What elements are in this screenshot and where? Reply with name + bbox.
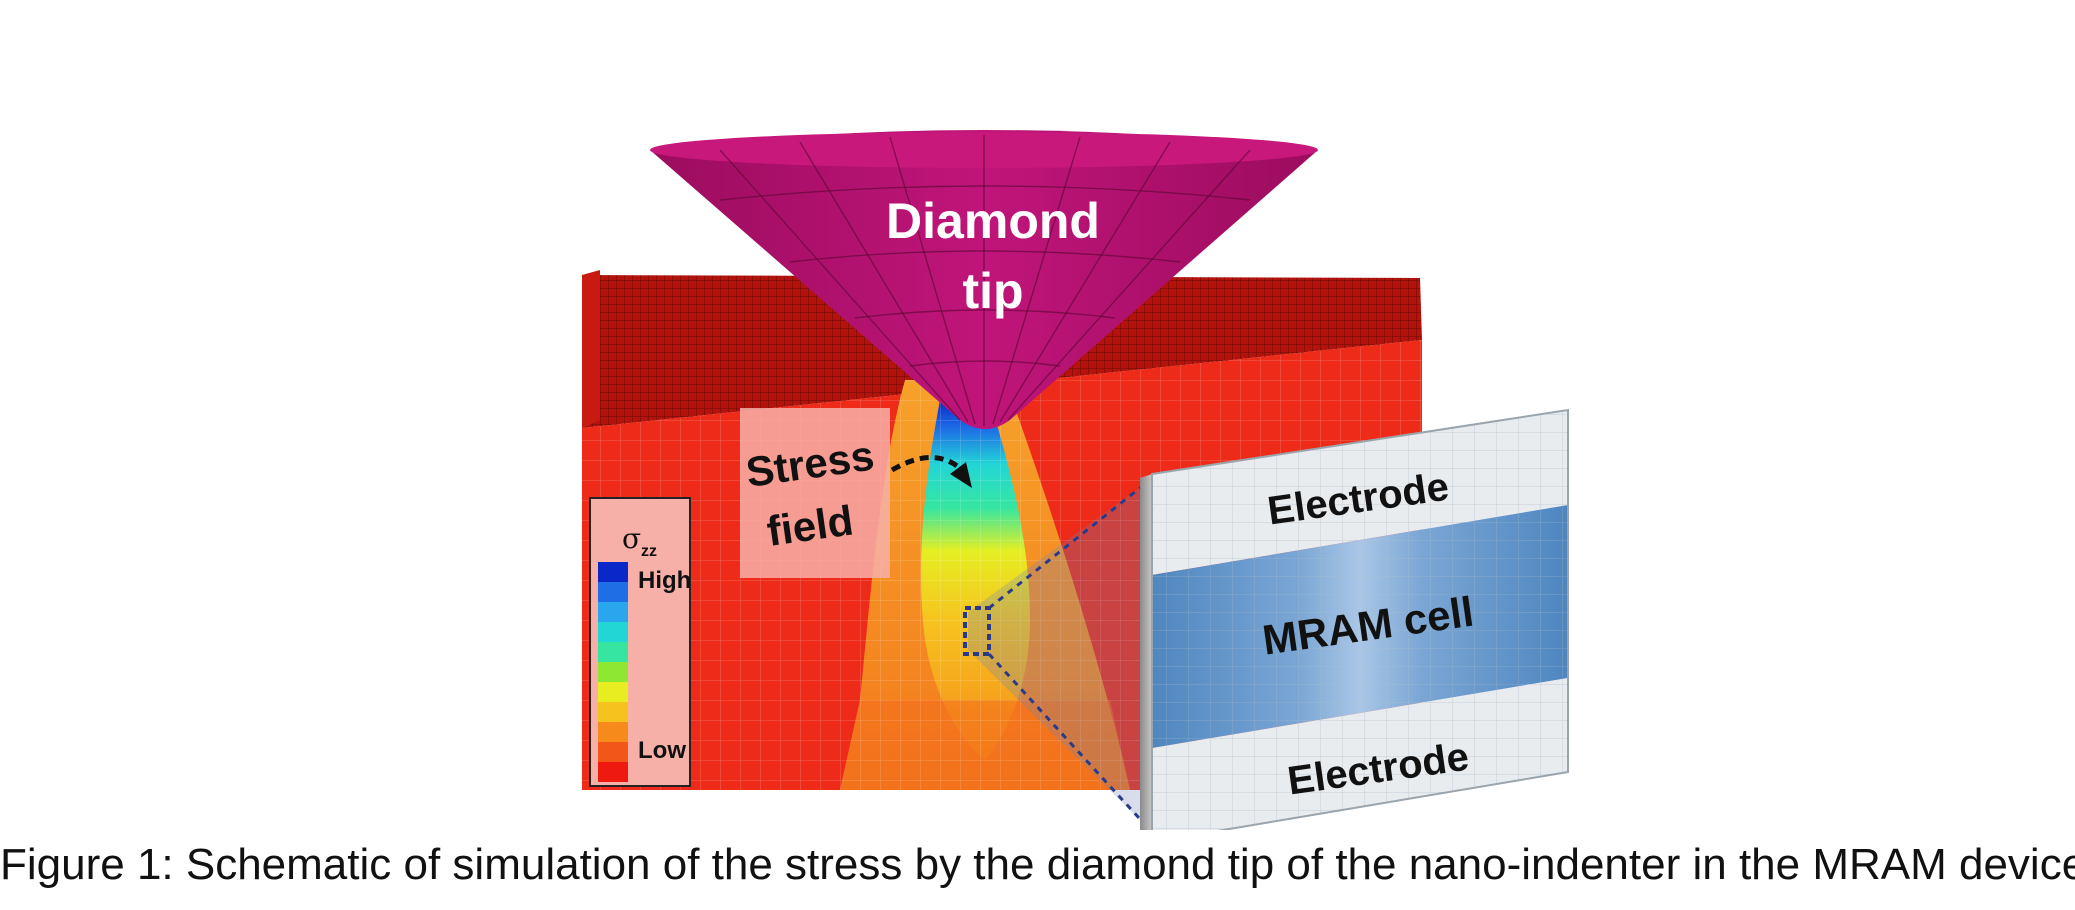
zoom-projection [963,478,1152,830]
legend-swatches [598,562,628,782]
legend-swatch [598,662,628,682]
legend-low: Low [638,737,686,764]
color-legend: σ zz High Low [589,497,691,787]
legend-swatch [598,602,628,622]
legend-swatch [598,582,628,602]
legend-high: High [638,567,691,594]
stress-field-label: Stress field [740,408,972,578]
legend-swatch [598,562,628,582]
legend-swatch [598,702,628,722]
legend-swatch [598,762,628,782]
mram-cell-panel: Electrode MRAM cell Electrode [1140,408,1569,830]
tip-label-line1: Diamond [886,193,1100,249]
indentation-schematic: Diamond tip Stress field Electrode MRAM … [582,130,1569,830]
figure-caption: Figure 1: Schematic of simulation of the… [0,840,2075,889]
legend-swatch [598,622,628,642]
diamond-tip: Diamond tip [650,130,1318,429]
legend-symbol: σ [622,522,641,555]
legend-swatch [598,682,628,702]
tip-label-line2: tip [962,263,1023,319]
legend-subscript: zz [641,543,657,560]
legend-swatch [598,722,628,742]
legend-swatch [598,742,628,762]
stress-arrow [890,455,964,473]
legend-swatch [598,642,628,662]
